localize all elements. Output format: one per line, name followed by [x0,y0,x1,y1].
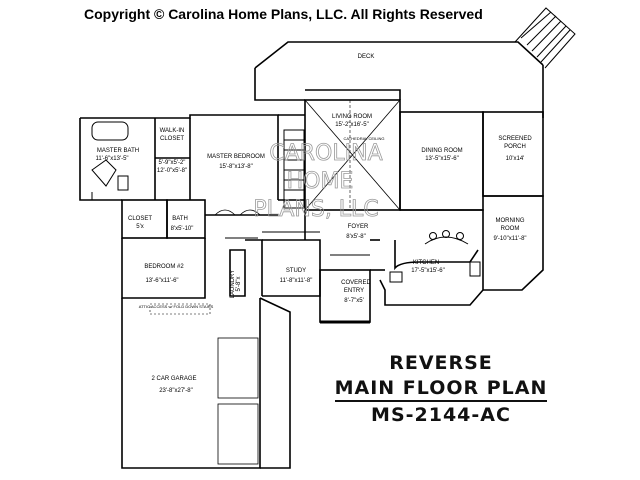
copyright-notice: Copyright © Carolina Home Plans, LLC. Al… [84,6,483,22]
kitchen-dims: 17'-5"x15'-6" [411,268,445,274]
laundry-label: LAUNDRY [230,270,236,299]
walk-in-closet-dims-1: 5'-9"x5'-2" [159,160,186,166]
foyer-label: FOYER [348,224,369,230]
covered-entry-label-1: COVERED [341,280,371,286]
master-bedroom-dims: 15'-8"x13'-8" [219,164,253,170]
connecting-walls [278,114,385,271]
bedroom2-dims: 13'-6"x11'-6" [145,278,178,284]
morning-room-dims: 9'-10"x11'-8" [493,236,526,242]
deck-stairs [514,7,576,69]
plan-title-line-2: MAIN FLOOR PLAN [334,376,548,402]
morning-room-label-2: ROOM [501,226,520,232]
study-label: STUDY [286,268,306,274]
master-bedroom-label: MASTER BEDROOM [207,154,265,160]
laundry-dims: 5'-8"x [236,277,242,292]
garage-walls [121,297,291,469]
walk-in-closet-label-1: WALK-IN [160,128,185,134]
bath-label: BATH [172,216,188,222]
dining-room-dims: 13'-5"x15'-6" [425,156,459,162]
morning-room-walls [483,195,544,291]
study-walls [225,231,321,297]
room-labels: DECK LIVING ROOM 15'-2"x16'-5" CATHEDRAL… [95,54,532,394]
closet-label: CLOSET [128,216,152,222]
watermark-line-2: HOME [287,169,354,194]
walk-in-closet-label-2: CLOSET [160,136,184,142]
screened-porch-label-1: SCREENED [498,136,532,142]
living-room-label: LIVING ROOM [332,114,372,120]
living-room-note: CATHEDRAL CEILING [344,136,385,141]
study-dims: 11'-8"x11'-8" [280,278,313,284]
plan-title-line-1: REVERSE [389,352,493,374]
kitchen-walls [379,209,484,306]
walk-in-closet-dims-2: 12'-0"x5'-8" [157,168,187,174]
deck [254,41,544,118]
master-suite-walls [79,114,279,201]
screened-porch-dims: 10'x14' [506,156,525,162]
watermark-line-1: CAROLINA [269,141,382,166]
plan-title-line-3: MS-2144-AC [371,404,511,426]
living-room-dims: 15'-2"x16'-5" [335,122,369,128]
deck-label: DECK [358,54,375,60]
watermark-line-3: PLANS, LLC [253,197,378,222]
kitchen-label: KITCHEN [413,260,439,266]
bedroom-wing-walls [121,199,278,299]
bath-dims: 8'x5'-10" [171,226,194,232]
covered-entry-dims: 8'-7"x5' [344,298,363,304]
bedroom2-label: BEDROOM #2 [144,264,184,270]
garage-note: ATTIC ACCESS w/ FOLD DOWN STAIRS [139,304,214,309]
master-bath-dims: 11'-6"x13'-5" [95,156,128,162]
closet-dims: 5'x [136,224,143,230]
watermark: CAROLINA HOME PLANS, LLC [253,141,383,223]
garage-label: 2 CAR GARAGE [151,376,196,382]
morning-room-label-1: MORNING [496,218,525,224]
foyer-dims: 8'x5'-8" [346,234,365,240]
plan-title-block: REVERSE MAIN FLOOR PLAN MS-2144-AC [330,350,552,428]
screened-porch-label-2: PORCH [504,144,526,150]
dining-room-label: DINING ROOM [421,148,462,154]
garage-dims: 23'-8"x27'-8" [159,388,193,394]
covered-entry-label-2: ENTRY [344,288,364,294]
master-bath-label: MASTER BATH [97,148,139,154]
